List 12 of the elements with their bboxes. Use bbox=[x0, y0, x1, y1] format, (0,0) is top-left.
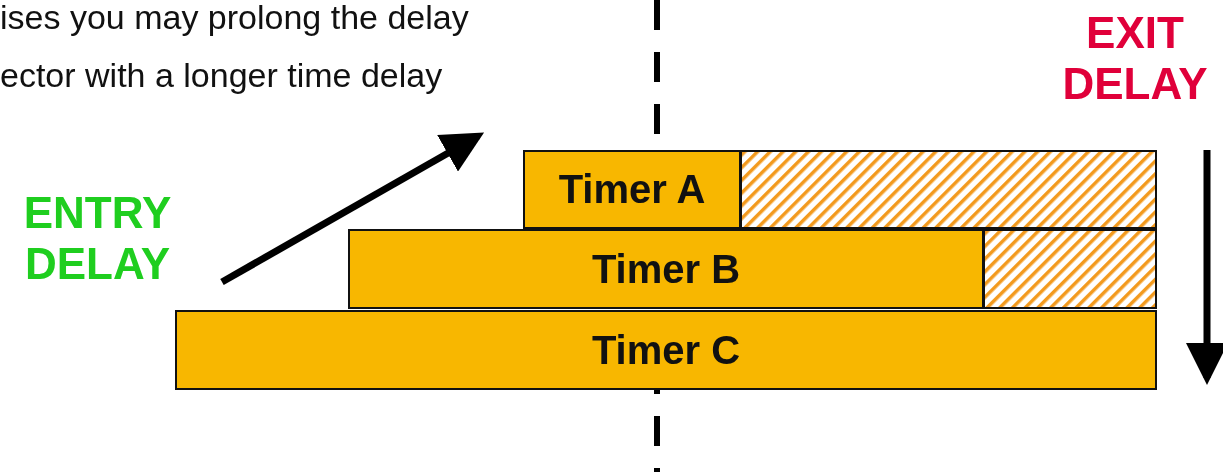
note-text: ector with a longer time delay bbox=[0, 56, 444, 96]
timer-bar bbox=[175, 310, 1157, 390]
hatched-bar bbox=[983, 229, 1157, 309]
entry-delay-label: ENTRY DELAY bbox=[22, 188, 173, 290]
note-text: ises you may prolong the delay bbox=[0, 0, 470, 38]
hatched-bar bbox=[740, 150, 1157, 229]
timer-bar bbox=[523, 150, 741, 229]
timer-label: Timer A bbox=[558, 167, 706, 212]
timer-label: Timer B bbox=[591, 246, 741, 292]
timer-bar bbox=[348, 229, 984, 309]
exit-delay-label: EXIT DELAY bbox=[1061, 8, 1209, 110]
timer-label: Timer C bbox=[591, 327, 741, 373]
